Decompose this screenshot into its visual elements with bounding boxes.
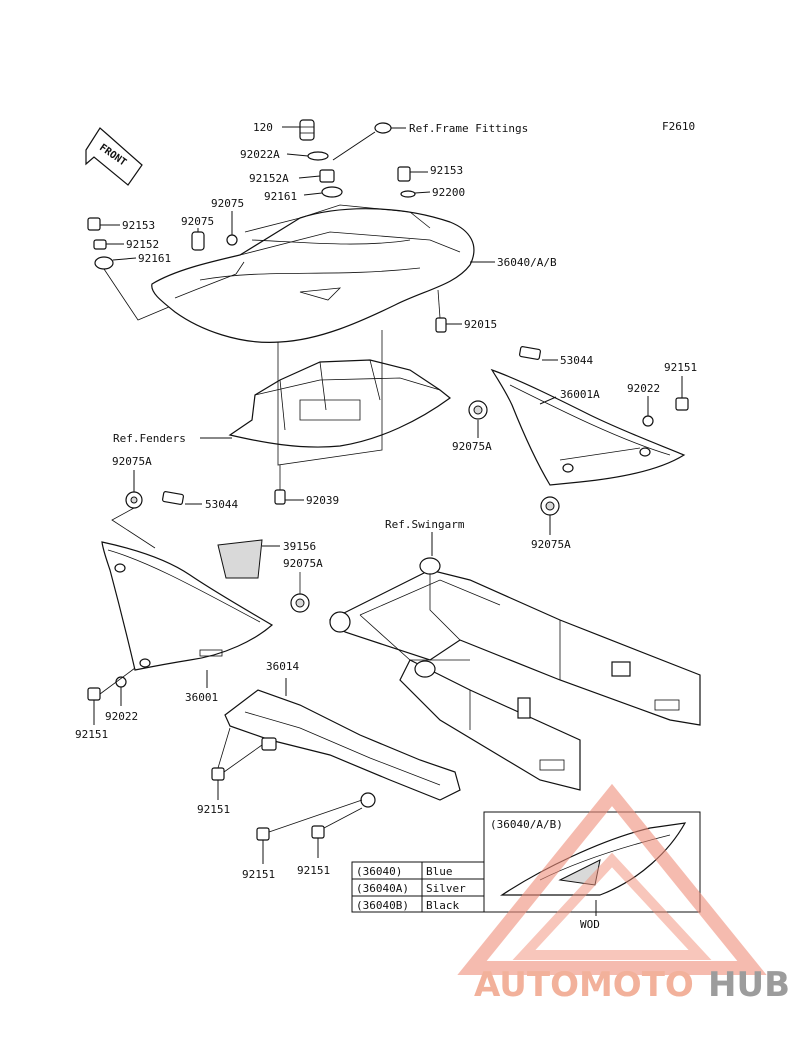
bolt-92151-mid3 bbox=[311, 825, 325, 839]
callout-39156: 39156 bbox=[283, 540, 316, 553]
damper-53044-left bbox=[162, 491, 184, 505]
callout-ref-frame: Ref.Frame Fittings bbox=[409, 122, 528, 135]
washer-92022A bbox=[307, 151, 329, 161]
color-name-2: Silver bbox=[426, 882, 466, 895]
callout-ref-swingarm: Ref.Swingarm bbox=[385, 518, 465, 531]
color-name-3: Black bbox=[426, 899, 459, 912]
callout-53044-left: 53044 bbox=[205, 498, 238, 511]
bolt-92151-mid2 bbox=[256, 827, 270, 841]
callout-ref-fenders: Ref.Fenders bbox=[113, 432, 186, 445]
callout-53044-right: 53044 bbox=[560, 354, 593, 367]
callout-92161-top: 92161 bbox=[264, 190, 297, 203]
callout-92151-mid1: 92151 bbox=[197, 803, 230, 816]
grommet-92075-a bbox=[191, 231, 205, 251]
watermark-text-2: HUB bbox=[708, 965, 790, 1005]
figure-code: F2610 bbox=[662, 120, 695, 133]
grommet-92152A bbox=[319, 169, 335, 183]
watermark-logo: AUTOMOTO HUB bbox=[457, 783, 790, 1005]
bolt-92151-mid1 bbox=[211, 767, 225, 781]
color-code-1: (36040) bbox=[356, 865, 402, 878]
callout-92151-left: 92151 bbox=[75, 728, 108, 741]
grommet-92152-left bbox=[93, 239, 107, 250]
side-cover-36001 bbox=[101, 541, 274, 671]
label-39156 bbox=[217, 539, 263, 579]
clip-92039 bbox=[274, 489, 286, 505]
callout-92152-left: 92152 bbox=[126, 238, 159, 251]
bolt-92151-left bbox=[87, 687, 101, 701]
color-name-1: Blue bbox=[426, 865, 453, 878]
callout-92152A: 92152A bbox=[249, 172, 289, 185]
callout-92075-a: 92075 bbox=[181, 215, 214, 228]
callout-36014: 36014 bbox=[266, 660, 299, 673]
bolt-92153-left bbox=[87, 217, 101, 231]
clip-92015 bbox=[435, 317, 447, 333]
callout-92151-right: 92151 bbox=[664, 361, 697, 374]
color-table: (36040) Blue (36040A) Silver (36040B) Bl… bbox=[351, 861, 485, 913]
damper-92161-top bbox=[321, 186, 343, 198]
front-arrow-icon: FRONT bbox=[85, 127, 143, 186]
color-code-3: (36040B) bbox=[356, 899, 409, 912]
watermark-text-1: AUTOMOTO bbox=[474, 965, 694, 1005]
callout-92022-right: 92022 bbox=[627, 382, 660, 395]
bolt-92153-top bbox=[397, 166, 411, 182]
callout-92039: 92039 bbox=[306, 494, 339, 507]
callout-92075A-left: 92075A bbox=[112, 455, 152, 468]
inset-caption: WOD bbox=[580, 918, 600, 931]
callout-92075A-right1: 92075A bbox=[452, 440, 492, 453]
rear-fender-tray bbox=[228, 359, 451, 448]
side-cover-36001A bbox=[490, 368, 686, 486]
bolt-92151-right bbox=[675, 397, 689, 411]
callout-92075A-right2: 92075A bbox=[531, 538, 571, 551]
callout-92161-left: 92161 bbox=[138, 252, 171, 265]
cable-end bbox=[374, 122, 392, 134]
callout-92075-b: 92075 bbox=[211, 197, 244, 210]
callout-92075A-mid: 92075A bbox=[283, 557, 323, 570]
callout-92022-left: 92022 bbox=[105, 710, 138, 723]
washer-92200 bbox=[400, 190, 416, 198]
callout-120: 120 bbox=[253, 121, 273, 134]
callout-36001A: 36001A bbox=[560, 388, 600, 401]
cable bbox=[332, 131, 376, 161]
callout-92153-top: 92153 bbox=[430, 164, 463, 177]
washer-92022-right bbox=[642, 415, 654, 427]
damper-53044-right bbox=[519, 346, 541, 360]
callout-36040: 36040/A/B bbox=[497, 256, 557, 269]
callout-92151-mid3: 92151 bbox=[297, 864, 330, 877]
grommet-92075-b bbox=[226, 234, 238, 246]
seat-cowl-36040 bbox=[151, 204, 475, 343]
callout-92153-left: 92153 bbox=[122, 219, 155, 232]
inset-title: (36040/A/B) bbox=[490, 818, 563, 831]
swingarm bbox=[328, 557, 701, 791]
chain-cover-36014 bbox=[224, 689, 461, 808]
bolt-120 bbox=[299, 119, 315, 141]
callout-92200: 92200 bbox=[432, 186, 465, 199]
callout-36001: 36001 bbox=[185, 691, 218, 704]
callout-92151-mid2: 92151 bbox=[242, 868, 275, 881]
callout-92015: 92015 bbox=[464, 318, 497, 331]
color-code-2: (36040A) bbox=[356, 882, 409, 895]
callout-92022A: 92022A bbox=[240, 148, 280, 161]
damper-92161-left bbox=[94, 256, 114, 270]
